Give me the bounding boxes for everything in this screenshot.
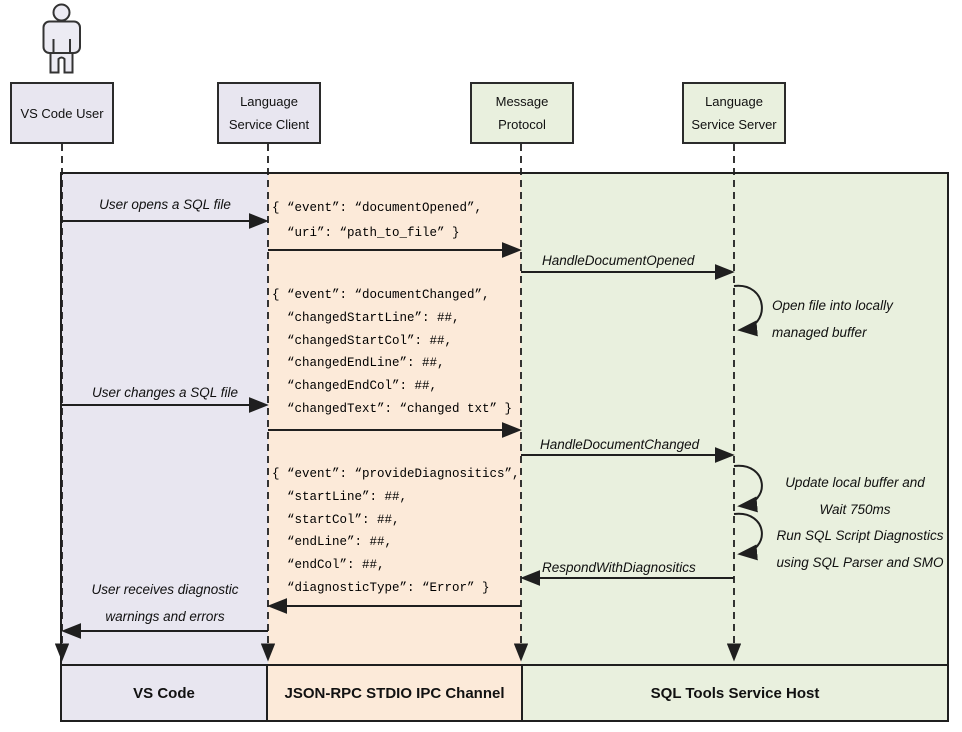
bottom-box-sql-tools-service-host: SQL Tools Service Host — [521, 664, 949, 722]
bottom-box-vs-code: VS Code — [60, 664, 268, 722]
label-handle-document-changed: HandleDocumentChanged — [540, 437, 700, 452]
note-line: managed buffer — [772, 325, 867, 340]
json-message-line: “startLine”: ##, — [272, 489, 408, 504]
actor-label: Service Server — [691, 117, 777, 132]
bottom-box-label: SQL Tools Service Host — [650, 684, 820, 702]
json-message-line: { “event”: “documentChanged”, — [272, 288, 490, 302]
bottom-box-json-rpc-channel: JSON-RPC STDIO IPC Channel — [266, 664, 523, 722]
label-line: User receives diagnostic — [91, 582, 239, 597]
note-line: using SQL Parser and SMO — [776, 555, 944, 570]
json-message-line: “endCol”: ##, — [272, 558, 385, 573]
actor-label: Language — [240, 94, 298, 109]
lane-sql-tools-service-host — [521, 172, 949, 664]
note-line: Open file into locally — [772, 298, 893, 313]
note-line: Wait 750ms — [819, 502, 891, 517]
json-message-line: “changedEndLine”: ##, — [272, 356, 445, 371]
actor-box-message-protocol: Message Protocol — [470, 82, 574, 144]
actor-box-vs-code-user: VS Code User — [10, 82, 114, 144]
lane-json-rpc-channel — [268, 172, 521, 664]
label-respond-with-diagnostics: RespondWithDiagnositics — [542, 560, 696, 575]
note-update-local-buffer: Update local buffer and Wait 750ms — [765, 469, 945, 523]
json-message-line: “changedStartLine”: ##, — [272, 310, 460, 325]
json-message-document-opened: { “event”: “documentOpened”, “uri”: “pat… — [272, 196, 482, 246]
actor-label: Language — [705, 94, 763, 109]
json-message-line: “uri”: “path_to_file” } — [272, 226, 460, 240]
note-line: Run SQL Script Diagnostics — [776, 528, 944, 543]
actor-box-language-service-server: Language Service Server — [682, 82, 786, 144]
json-message-line: “changedStartCol”: ##, — [272, 333, 453, 348]
actor-label: Service Client — [228, 117, 310, 132]
json-message-line: “diagnosticType”: “Error” } — [272, 580, 490, 595]
json-message-line: { “event”: “provideDiagnositics”, — [272, 467, 520, 481]
lane-vs-code — [60, 172, 268, 664]
label-user-changes-sql-file: User changes a SQL file — [91, 385, 239, 400]
actor-label: Message — [495, 94, 549, 109]
person-icon — [42, 3, 81, 74]
actor-label: Protocol — [498, 117, 546, 132]
bottom-box-label: JSON-RPC STDIO IPC Channel — [284, 684, 505, 702]
actor-label: VS Code User — [20, 105, 104, 121]
note-run-sql-diagnostics: Run SQL Script Diagnostics using SQL Par… — [765, 522, 955, 576]
bottom-box-label: VS Code — [133, 684, 195, 702]
json-message-line: “endLine”: ##, — [272, 535, 393, 550]
json-message-document-changed: { “event”: “documentChanged”, “changedSt… — [272, 284, 512, 421]
json-message-provide-diagnostics: { “event”: “provideDiagnositics”, “start… — [272, 463, 520, 600]
label-handle-document-opened: HandleDocumentOpened — [542, 253, 695, 268]
label-user-receives-diagnostics: User receives diagnostic warnings and er… — [62, 576, 268, 630]
json-message-line: “changedText”: “changed txt” } — [272, 401, 513, 416]
note-open-file-into-buffer: Open file into locally managed buffer — [772, 292, 893, 346]
json-message-line: “changedEndCol”: ##, — [272, 379, 438, 394]
json-message-line: { “event”: “documentOpened”, — [272, 201, 483, 215]
label-line: warnings and errors — [105, 609, 225, 624]
note-line: Update local buffer and — [785, 475, 925, 490]
json-message-line: “startCol”: ##, — [272, 512, 400, 527]
label-user-opens-sql-file: User opens a SQL file — [99, 197, 231, 212]
actor-box-language-service-client: Language Service Client — [217, 82, 321, 144]
